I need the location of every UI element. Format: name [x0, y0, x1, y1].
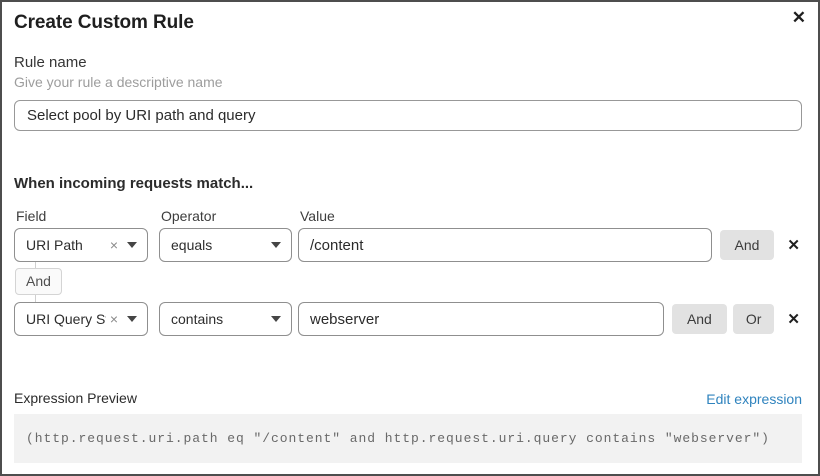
rule-name-label: Rule name — [14, 54, 87, 71]
expression-preview-header: Expression Preview Edit expression — [14, 390, 802, 407]
condition-row: URI Path × equals And ✕ — [14, 228, 802, 262]
value-input[interactable] — [298, 302, 664, 336]
add-or-condition-button[interactable]: Or — [732, 304, 775, 334]
condition-column-labels: Field Operator Value — [14, 208, 802, 224]
operator-select-value: contains — [171, 311, 224, 327]
add-and-condition-button[interactable]: And — [719, 230, 775, 260]
row-joiner: And — [15, 262, 802, 302]
rule-name-helper-text: Give your rule a descriptive name — [14, 74, 223, 90]
add-and-condition-button[interactable]: And — [671, 304, 727, 334]
condition-row: URI Query St... × contains And Or ✕ — [14, 302, 802, 336]
operator-column-label: Operator — [161, 208, 217, 224]
field-select[interactable]: URI Path × — [14, 228, 148, 262]
chevron-down-icon — [271, 242, 281, 248]
operator-select-value: equals — [171, 237, 213, 253]
rule-name-input[interactable] — [14, 100, 802, 131]
field-column-label: Field — [16, 208, 47, 224]
chevron-down-icon — [271, 316, 281, 322]
connector-line — [35, 295, 36, 302]
delete-row-icon[interactable]: ✕ — [787, 237, 800, 254]
chevron-down-icon — [127, 242, 137, 248]
field-select[interactable]: URI Query St... × — [14, 302, 148, 336]
conditions-heading: When incoming requests match... — [14, 175, 254, 192]
connector-line — [35, 262, 36, 268]
and-joiner-badge[interactable]: And — [15, 268, 62, 295]
operator-select[interactable]: contains — [159, 302, 292, 336]
delete-row-icon[interactable]: ✕ — [787, 311, 800, 328]
clear-selection-icon[interactable]: × — [109, 311, 118, 327]
value-column-label: Value — [300, 208, 335, 224]
field-select-value: URI Query St... — [26, 311, 106, 327]
dialog-title: Create Custom Rule — [14, 12, 194, 33]
chevron-down-icon — [127, 316, 137, 322]
operator-select[interactable]: equals — [159, 228, 292, 262]
expression-preview-label: Expression Preview — [14, 390, 137, 406]
clear-selection-icon[interactable]: × — [109, 237, 118, 253]
field-select-value: URI Path — [26, 237, 83, 253]
close-icon[interactable]: ✕ — [791, 8, 806, 27]
value-input[interactable] — [298, 228, 712, 262]
edit-expression-link[interactable]: Edit expression — [706, 390, 802, 407]
expression-code-block: (http.request.uri.path eq "/content" and… — [14, 414, 802, 463]
